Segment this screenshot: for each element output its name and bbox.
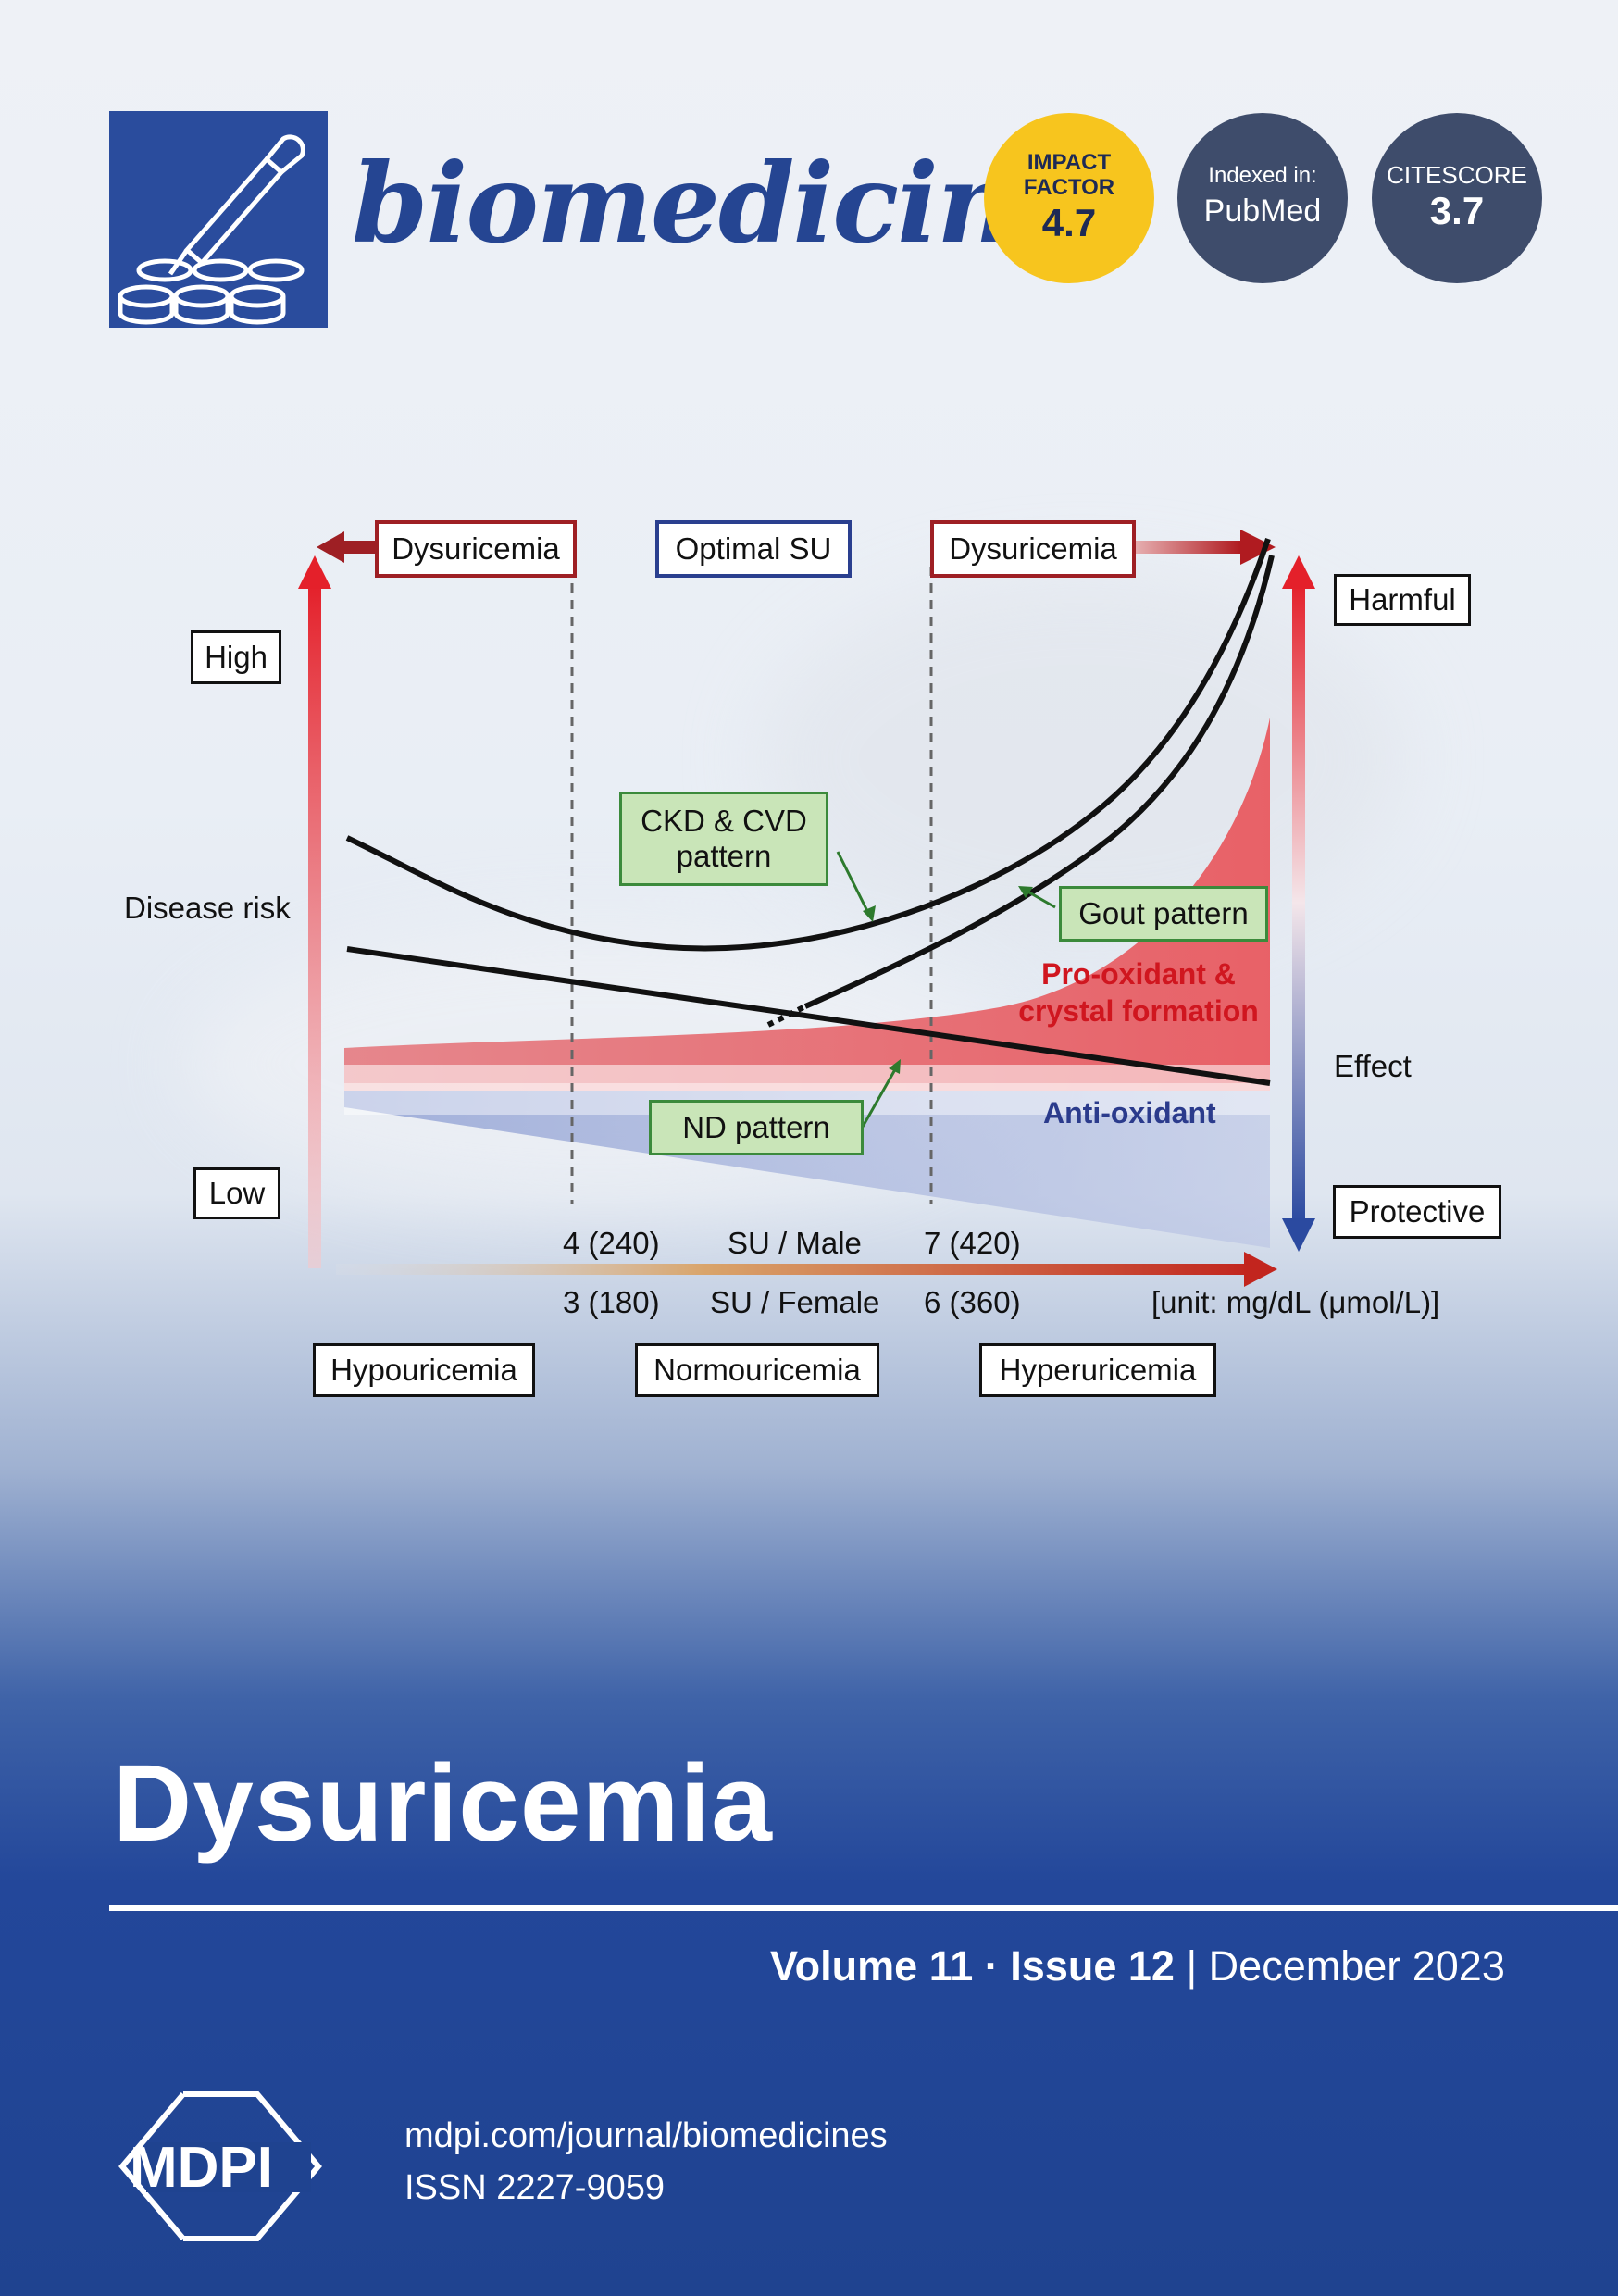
ckd-callout-arrow <box>836 851 872 917</box>
risk-high-label: High <box>191 630 281 684</box>
citescore-badge: CITESCORE 3.7 <box>1372 113 1542 283</box>
indexed-badge-line1: Indexed in: <box>1208 162 1317 188</box>
issue-number: Issue 12 <box>1010 1942 1175 1990</box>
pro-oxidant-label: Pro-oxidant & crystal formation <box>1009 955 1268 1029</box>
x-axis-arrow-head <box>1244 1252 1277 1287</box>
hyperuricemia-label: Hyperuricemia <box>979 1343 1216 1397</box>
indexed-badge: Indexed in: PubMed <box>1177 113 1348 283</box>
anti-oxidant-label: Anti-oxidant <box>1043 1096 1216 1129</box>
female-high-value: 6 (360) <box>924 1285 1021 1319</box>
nd-callout-arrow <box>861 1064 900 1128</box>
gout-callout: Gout pattern <box>1059 886 1268 942</box>
nd-line <box>346 946 1271 1086</box>
nd-callout: ND pattern <box>649 1100 864 1155</box>
citescore-badge-line1: CITESCORE <box>1387 160 1527 189</box>
optimal-su-label: Optimal SU <box>655 520 852 578</box>
left-arrow-head <box>317 531 344 563</box>
pro-oxidant-label-line2: crystal formation <box>1018 994 1259 1028</box>
dysuricemia-right-label: Dysuricemia <box>930 520 1136 578</box>
anti-oxidant-region <box>344 1091 1270 1248</box>
effect-axis-arrow-down <box>1282 1218 1315 1252</box>
right-arrow-head <box>1240 530 1276 565</box>
nd-callout-arrowhead <box>889 1059 901 1074</box>
impact-badge-line2: FACTOR <box>1023 175 1115 200</box>
impact-badge-line1: IMPACT <box>1027 150 1112 175</box>
female-low-value: 3 (180) <box>563 1285 660 1319</box>
mdpi-logo: MDPI <box>104 2089 344 2249</box>
normouricemia-label: Normouricemia <box>635 1343 879 1397</box>
mdpi-hexagon-icon: MDPI <box>118 2091 322 2241</box>
ckd-cvd-callout: CKD & CVD pattern <box>619 792 828 886</box>
pipette-with-wells-icon <box>118 134 305 325</box>
journal-url[interactable]: mdpi.com/journal/biomedicines <box>404 2116 888 2155</box>
effect-label: Effect <box>1334 1049 1412 1083</box>
effect-axis-arrow-up <box>1282 555 1315 589</box>
volume-line: Volume 11 · Issue 12 | December 2023 <box>770 1942 1505 1990</box>
mdpi-logo-text: MDPI <box>130 2136 273 2200</box>
ckd-cvd-callout-line1: CKD & CVD <box>641 804 807 838</box>
pro-oxidant-label-line1: Pro-oxidant & <box>1041 957 1236 991</box>
unit-label: [unit: mg/dL (μmol/L)] <box>1151 1285 1440 1319</box>
citescore-badge-value: 3.7 <box>1429 188 1485 232</box>
gout-callout-arrowhead <box>1018 886 1033 898</box>
ckd-cvd-curve <box>345 538 1271 952</box>
hypouricemia-label: Hypouricemia <box>313 1343 535 1397</box>
male-low-value: 4 (240) <box>563 1226 660 1260</box>
impact-badge-value: 4.7 <box>1041 201 1097 244</box>
y-axis-arrow <box>308 583 321 1268</box>
region-divider <box>344 1065 1270 1091</box>
indexed-badge-value: PubMed <box>1203 193 1322 229</box>
male-high-value: 7 (420) <box>924 1226 1021 1260</box>
volume-label: Volume 11 <box>770 1942 974 1990</box>
right-arrow-shaft <box>1129 541 1240 554</box>
dysuricemia-diagram <box>298 530 1315 1287</box>
disease-risk-label: Disease risk <box>124 891 291 925</box>
female-axis-label: SU / Female <box>710 1285 880 1319</box>
dysuricemia-left-label: Dysuricemia <box>375 520 577 578</box>
journal-logo <box>109 111 328 328</box>
effect-axis-arrow <box>1292 583 1305 1222</box>
y-axis-arrow-head <box>298 555 331 589</box>
harmful-label: Harmful <box>1334 574 1471 626</box>
protective-label: Protective <box>1333 1185 1501 1239</box>
issn-label: ISSN 2227-9059 <box>404 2168 665 2207</box>
gout-curve <box>803 555 1275 1009</box>
ckd-cvd-callout-line2: pattern <box>676 839 772 873</box>
issue-title: Dysuricemia <box>113 1742 773 1865</box>
male-axis-label: SU / Male <box>728 1226 862 1260</box>
volume-separator: · <box>984 1942 999 1990</box>
ckd-callout-arrowhead <box>863 905 876 922</box>
gout-curve-dotted <box>766 1004 807 1028</box>
date-separator: | <box>1186 1942 1198 1990</box>
x-axis-arrow <box>336 1264 1252 1275</box>
impact-factor-badge: IMPACT FACTOR 4.7 <box>984 113 1154 283</box>
risk-low-label: Low <box>193 1167 280 1219</box>
pro-oxidant-region <box>344 718 1270 1091</box>
issue-date: December 2023 <box>1208 1942 1505 1990</box>
title-divider <box>109 1905 1618 1911</box>
